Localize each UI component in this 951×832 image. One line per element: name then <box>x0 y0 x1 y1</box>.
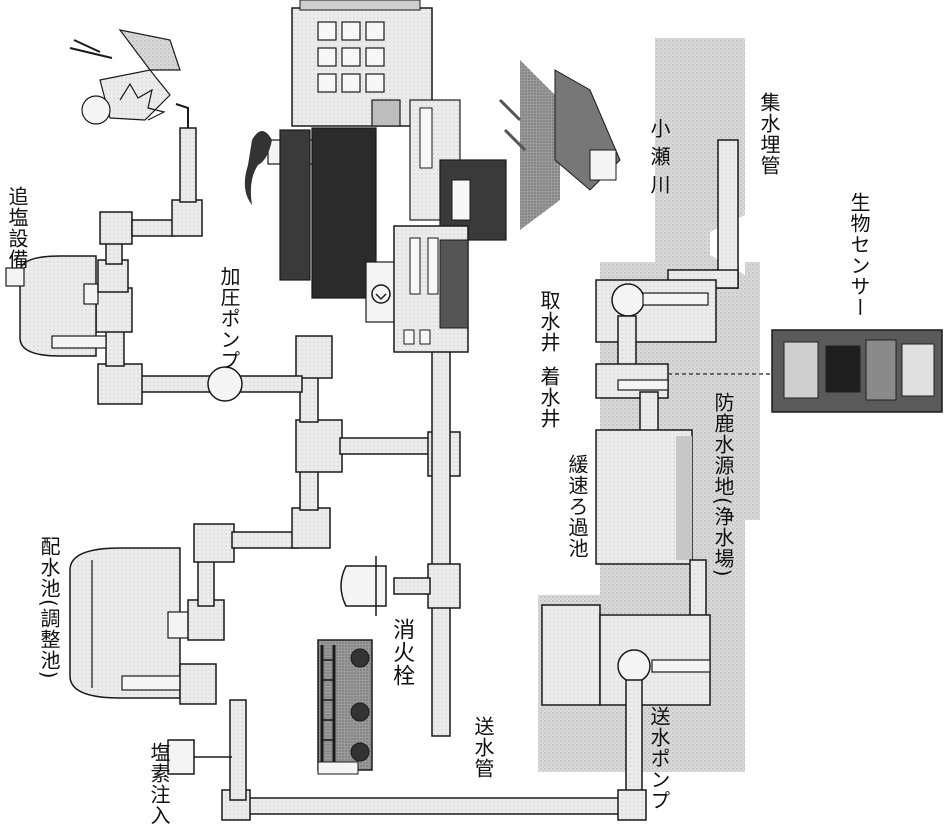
label-booster-pump: 加圧ポンプ <box>217 266 241 371</box>
house-icon <box>393 99 507 353</box>
label-transmission-pipe: 送水管 <box>471 716 495 779</box>
upper-pipes <box>97 127 203 293</box>
fire-hydrant-icon <box>340 556 387 616</box>
label-fire-hydrant: 消火栓 <box>389 618 415 687</box>
factory-icon <box>244 127 411 323</box>
label-slow-sand-filter: 緩速ろ過池 <box>565 454 589 559</box>
transmission-pipe-shape <box>221 679 647 821</box>
building-icon <box>291 0 433 127</box>
booster-pump-shape <box>207 366 243 402</box>
label-kose-river: 小瀬川 <box>647 118 671 202</box>
sensor-device-icon <box>668 329 943 413</box>
clear-well-shape <box>541 604 711 706</box>
chlorine-injection-device <box>167 739 232 775</box>
slow-sand-filter-shape <box>595 429 693 565</box>
label-transmission-pump: 送水ポンプ <box>647 706 671 811</box>
label-collection-pipe: 集水埋管 <box>757 92 781 176</box>
shrine-icon <box>498 60 621 230</box>
label-intake-well: 取水井 <box>537 290 561 353</box>
collection-pipe-shape <box>717 139 739 289</box>
label-bio-sensor: 生物センサー <box>847 192 871 318</box>
label-water-source-plant: 防鹿水源地(浄水場) <box>711 392 735 578</box>
intake-well-shape <box>595 279 717 343</box>
receiving-well-shape <box>595 363 669 399</box>
label-chlorine-injection: 塩素注入 <box>147 742 171 826</box>
sprinkler-person-icon <box>69 29 189 128</box>
label-chlorine-booster: 追塩設備 <box>5 186 29 270</box>
fire-truck-icon <box>317 639 373 775</box>
label-receiving-well: 着水井 <box>537 366 561 429</box>
chlorine-booster-tank <box>5 255 107 357</box>
label-distribution-reservoir: 配水池(調整池) <box>37 536 61 680</box>
